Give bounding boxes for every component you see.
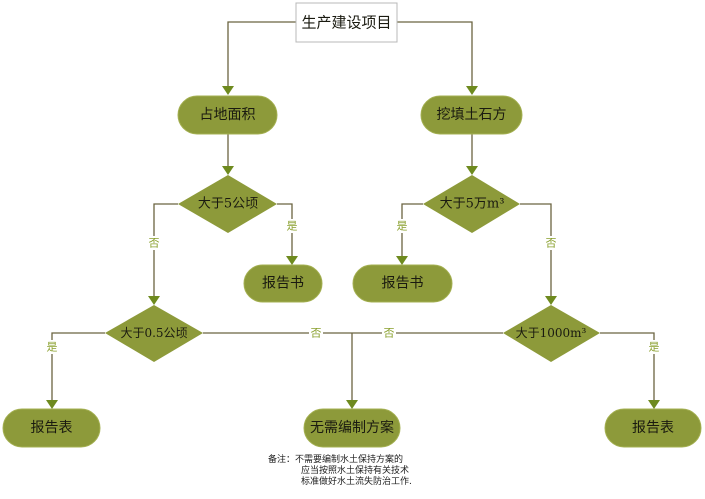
report-form-left-label: 报告表 — [31, 420, 73, 436]
edge-root-area — [227, 21, 296, 86]
footnote-line-2: 应当按照水土保持有关技术 — [301, 466, 410, 476]
node-root: 生产建设项目 — [295, 2, 398, 43]
report-form-right-label: 报告表 — [632, 420, 674, 436]
arrow-head — [46, 400, 58, 409]
decision-area-5-label: 大于5公顷 — [198, 197, 258, 212]
edge-d5-yes — [277, 203, 293, 256]
footnote-line-3: 标准做好水土流失防治工作. — [301, 477, 412, 487]
arrow-head — [222, 166, 234, 175]
outcome-report-form-right: 报告表 — [604, 408, 702, 448]
outcome-report-book-right: 报告书 — [352, 264, 453, 303]
outcome-no-plan: 无需编制方案 — [303, 408, 401, 448]
report-book-left-label: 报告书 — [262, 276, 304, 292]
label-no-d1000: 否 — [384, 327, 395, 340]
decision-earth-1000-label: 大于1000m³ — [516, 326, 587, 340]
arrow-head — [466, 86, 478, 95]
label-no-d5w: 否 — [546, 237, 557, 250]
arrow-head — [286, 256, 298, 265]
arrow-head — [466, 166, 478, 175]
node-area: 占地面积 — [177, 95, 278, 135]
label-no-d05: 否 — [311, 327, 322, 340]
edge-d1000-yes — [600, 332, 655, 400]
decision-earth-5w: 大于5万m³ — [423, 175, 520, 233]
arrow-head — [148, 296, 160, 305]
edge-d5w-no — [520, 203, 552, 296]
root-label: 生产建设项目 — [301, 14, 391, 32]
decision-area-05-label: 大于0.5公顷 — [120, 326, 187, 340]
arrow-head — [648, 400, 660, 409]
footnote-label: 备注： — [268, 455, 296, 465]
footnote-line-1: 备注：不需要编制水土保持方案的 — [268, 455, 404, 465]
area-label: 占地面积 — [200, 107, 256, 123]
outcome-report-form-left: 报告表 — [2, 408, 101, 448]
edge-d05-yes — [51, 332, 105, 400]
arrow-head — [346, 400, 358, 409]
label-yes-d5: 是 — [287, 220, 298, 233]
label-yes-d5w: 是 — [397, 220, 408, 233]
report-book-right-label: 报告书 — [382, 276, 424, 292]
decision-earth-5w-label: 大于5万m³ — [440, 197, 505, 212]
label-no-d5: 否 — [149, 237, 160, 250]
connectors — [46, 21, 660, 409]
no-plan-label: 无需编制方案 — [310, 419, 394, 436]
edge-root-earth — [397, 21, 473, 86]
outcome-report-book-left: 报告书 — [243, 264, 323, 303]
edge-d5-no — [153, 203, 178, 296]
label-yes-d1000: 是 — [649, 341, 660, 354]
footnote: 备注：不需要编制水土保持方案的 应当按照水土保持有关技术 标准做好水土流失防治工… — [268, 455, 412, 488]
decision-area-5: 大于5公顷 — [178, 175, 277, 233]
arrow-head — [396, 256, 408, 265]
edge-d5w-yes — [401, 203, 423, 256]
decision-area-05: 大于0.5公顷 — [105, 305, 203, 362]
arrow-head — [545, 296, 557, 305]
label-yes-d05: 是 — [47, 341, 58, 354]
arrow-head — [222, 86, 234, 95]
earth-label: 挖填土石方 — [437, 107, 507, 123]
decision-earth-1000: 大于1000m³ — [503, 305, 600, 362]
node-earth: 挖填土石方 — [420, 95, 523, 135]
edge-labels: 是 否 是 否 是 是 否 否 — [45, 219, 661, 354]
